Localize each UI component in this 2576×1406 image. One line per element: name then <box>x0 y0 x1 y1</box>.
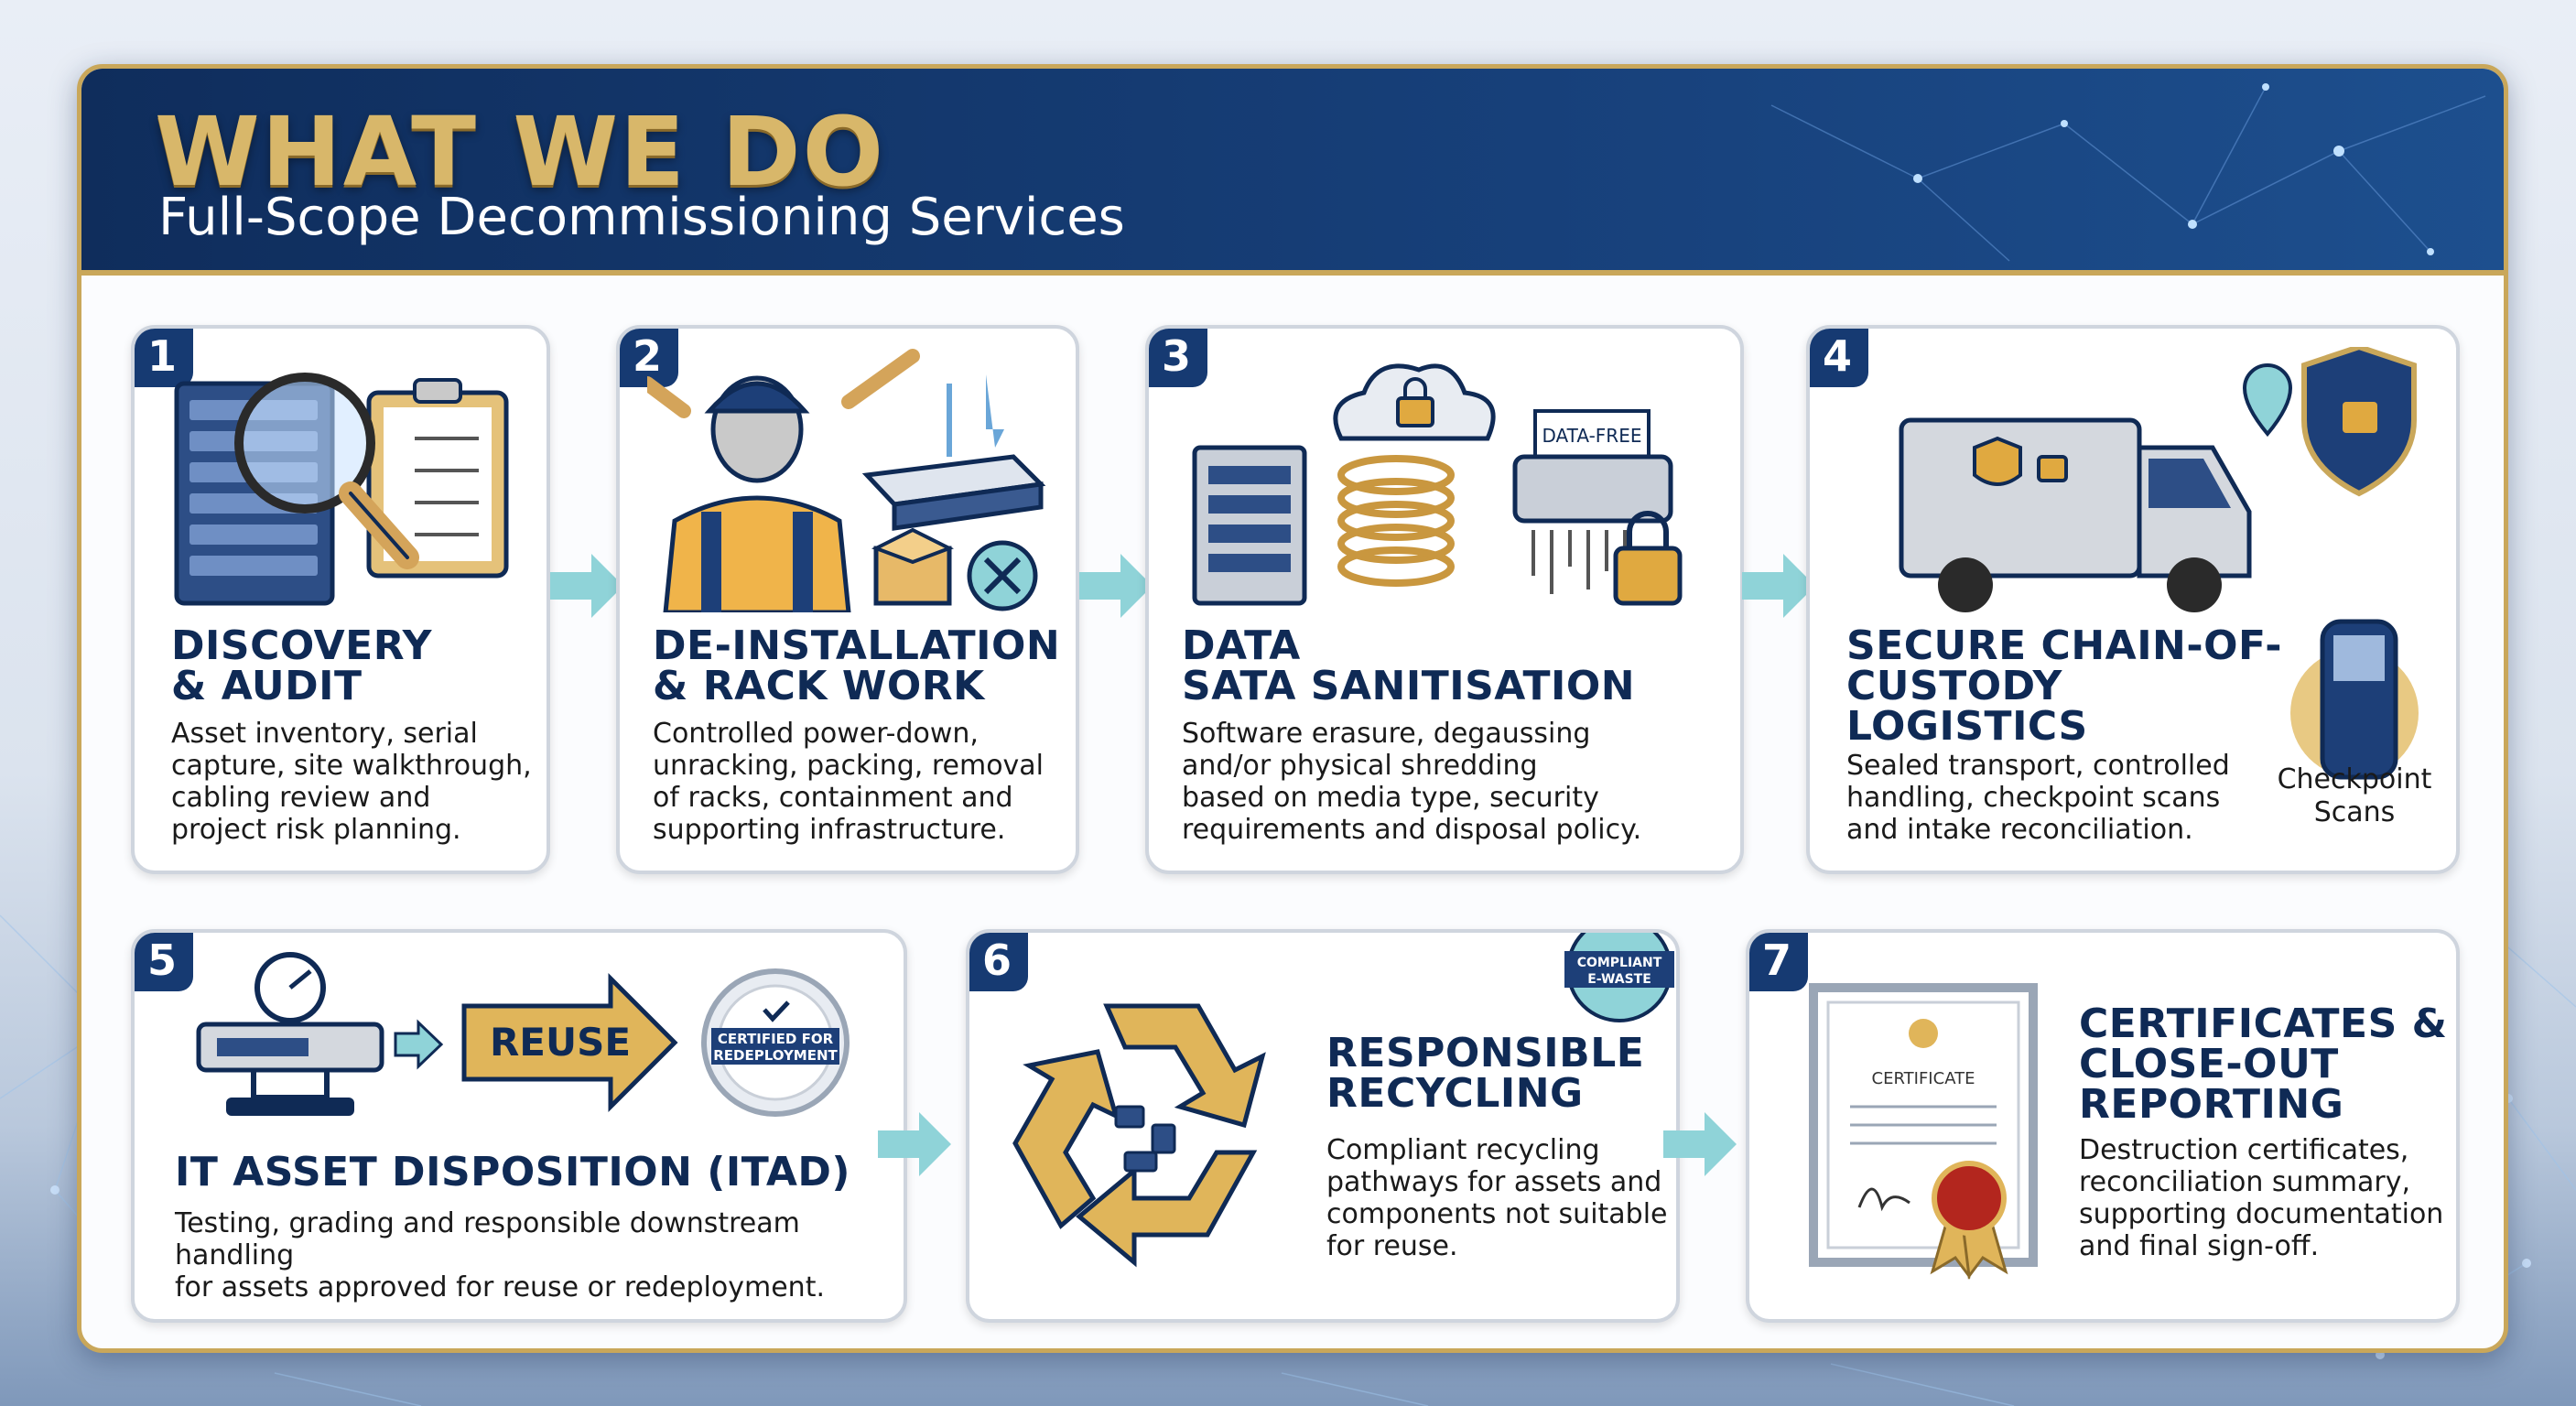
location-pin-icon <box>2242 362 2293 438</box>
step-title: SECURE CHAIN-OF- CUSTODY LOGISTICS <box>1846 622 2283 750</box>
itad-illustration: REUSE CERTIFIED FOR REDEPLOYMENT <box>196 952 850 1117</box>
magnifying-glass-icon <box>234 373 419 569</box>
server-icon <box>1192 445 1307 606</box>
svg-text:CERTIFICATE: CERTIFICATE <box>1872 1069 1975 1088</box>
coil-icon <box>1337 455 1455 587</box>
step-description: Software erasure, degaussing and/or phys… <box>1182 718 1642 846</box>
compliant-badge-icon: COMPLIANT E-WASTE <box>1564 933 1674 1022</box>
header-network-decoration <box>1770 83 2486 262</box>
flow-arrow-icon <box>1663 1112 1737 1176</box>
step-number-badge: 7 <box>1749 933 1808 991</box>
svg-text:DATA-FREE: DATA-FREE <box>1542 425 1642 447</box>
certified-badge-icon: CERTIFIED FOR REDEPLOYMENT <box>701 968 850 1117</box>
svg-text:REUSE: REUSE <box>490 1020 631 1065</box>
infographic-frame: WHAT WE DO Full-Scope Decommissioning Se… <box>77 64 2508 1353</box>
step-title: DISCOVERY & AUDIT <box>171 622 433 709</box>
header-banner: WHAT WE DO Full-Scope Decommissioning Se… <box>81 69 2504 276</box>
close-circle-icon <box>967 540 1038 611</box>
step-number-badge: 5 <box>135 933 193 991</box>
step-card-7: 7 CERTIFICATE CERTIFICATES & CLOSE-OUT R… <box>1746 929 2460 1323</box>
reuse-arrow-icon: REUSE <box>461 972 678 1113</box>
sanitisation-illustration: DATA-FREE <box>1192 363 1683 606</box>
recycle-icon <box>1012 1003 1266 1268</box>
step-description: Sealed transport, controlled handling, c… <box>1846 750 2230 846</box>
box-icon <box>871 527 954 606</box>
recycling-illustration <box>1012 1003 1266 1268</box>
flow-arrow-icon <box>1742 554 1815 618</box>
handheld-scanner-icon <box>2290 619 2419 780</box>
svg-text:COMPLIANT: COMPLIANT <box>1577 956 1662 970</box>
step-title: IT ASSET DISPOSITION (ITAD) <box>175 1149 851 1195</box>
step-card-2: 2 <box>616 325 1079 874</box>
step-card-6: 6 COMPLIANT E-WASTE RESPONSIBLE RECYCLIN… <box>966 929 1680 1323</box>
cloud-lock-icon <box>1333 363 1496 441</box>
step-number-badge: 3 <box>1149 329 1207 387</box>
step-title: CERTIFICATES & CLOSE-OUT REPORTING <box>2079 1000 2448 1128</box>
flow-arrow-icon <box>1079 554 1153 618</box>
shield-lock-icon <box>2301 347 2417 497</box>
page-subtitle: Full-Scope Decommissioning Services <box>158 188 1125 247</box>
gauge-icon <box>254 952 326 1023</box>
secure-van-icon <box>1899 417 2252 612</box>
deinstallation-illustration <box>647 349 1046 612</box>
step-number-badge: 4 <box>1810 329 1868 387</box>
step-card-3: 3 DATA-FREE <box>1145 325 1744 874</box>
step-description: Testing, grading and responsible downstr… <box>175 1207 825 1303</box>
step-card-1: 1 <box>131 325 550 874</box>
discovery-illustration <box>174 373 509 606</box>
step-title: DATA SATA SANITISATION <box>1182 622 1636 709</box>
svg-text:REDEPLOYMENT: REDEPLOYMENT <box>713 1047 838 1064</box>
step-number-badge: 1 <box>135 329 193 387</box>
page-title: WHAT WE DO <box>155 96 886 208</box>
logistics-illustration <box>1899 347 2419 780</box>
flow-arrow-icon <box>550 554 623 618</box>
step-title: RESPONSIBLE RECYCLING <box>1326 1030 1645 1117</box>
step-title: DE-INSTALLATION & RACK WORK <box>653 622 1061 709</box>
certificate-icon: CERTIFICATE <box>1809 983 2038 1267</box>
svg-text:E-WASTE: E-WASTE <box>1587 972 1651 987</box>
step-description: Controlled power-down, unracking, packin… <box>653 718 1044 846</box>
step-description: Compliant recycling pathways for assets … <box>1326 1134 1668 1262</box>
network-device-icon <box>196 1022 384 1116</box>
step-description: Asset inventory, serial capture, site wa… <box>171 718 532 846</box>
step-card-4: 4 SECURE CHAIN-OF- CUS <box>1806 325 2460 874</box>
step-card-5: 5 REUSE CERTIFIED FOR RED <box>131 929 907 1323</box>
rack-unit-icon <box>861 374 1046 531</box>
seal-ribbon-icon <box>1930 1161 2008 1280</box>
scanner-label: Checkpoint Scans <box>2277 763 2432 828</box>
step-number-badge: 6 <box>969 933 1028 991</box>
wrench-icon <box>647 349 920 418</box>
technician-icon <box>663 375 851 612</box>
padlock-icon <box>1613 511 1683 606</box>
certificate-illustration: CERTIFICATE <box>1809 983 2038 1280</box>
svg-text:CERTIFIED FOR: CERTIFIED FOR <box>718 1031 834 1047</box>
flow-arrow-icon <box>878 1112 951 1176</box>
step-description: Destruction certificates, reconciliation… <box>2079 1134 2444 1262</box>
shredder-icon: DATA-FREE <box>1512 409 1673 594</box>
